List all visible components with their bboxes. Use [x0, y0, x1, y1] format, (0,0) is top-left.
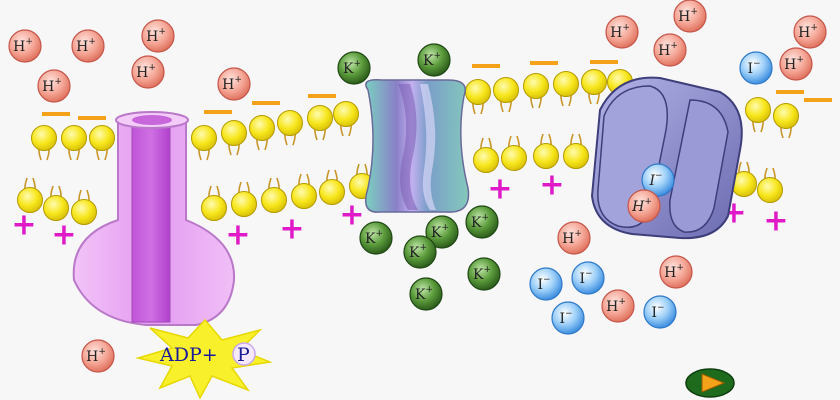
hydrogen-ion: H+	[627, 189, 661, 223]
negative-charge	[78, 116, 106, 120]
phospholipid	[773, 103, 799, 139]
positive-charge: +	[11, 208, 36, 243]
negative-charge	[530, 61, 558, 65]
phospholipid	[465, 79, 491, 115]
hydrogen-ion: H+	[673, 0, 707, 33]
negative-charge	[590, 60, 618, 64]
iodide-ion: I−	[529, 267, 563, 301]
iodide-ion: I−	[641, 163, 675, 197]
lipid-bilayer	[17, 69, 799, 225]
iodide-ion: I−	[739, 51, 773, 85]
positive-charge: +	[279, 212, 304, 247]
negative-charge	[204, 110, 232, 114]
potassium-ion: K+	[409, 277, 443, 311]
phospholipid	[581, 69, 607, 105]
positive-charge: +	[539, 168, 564, 203]
negative-charge	[804, 98, 832, 102]
negative-charge	[42, 112, 70, 116]
iodide-ion: I−	[551, 301, 585, 335]
phospholipid	[757, 167, 783, 203]
phospholipid	[563, 133, 589, 169]
phospholipid	[261, 177, 287, 213]
adp-label: ADP+	[159, 344, 218, 366]
hydrogen-ion: H+	[8, 29, 42, 63]
potassium-ion: K+	[467, 257, 501, 291]
potassium-ion: K+	[337, 51, 371, 85]
hydrogen-ion: H+	[217, 67, 251, 101]
hydrogen-ion: H+	[793, 15, 827, 49]
phospholipid	[501, 135, 527, 171]
phospholipid	[221, 120, 247, 156]
hydrogen-ion: H+	[601, 289, 635, 323]
play-button[interactable]	[685, 368, 735, 398]
phospholipid	[17, 177, 43, 213]
potassium-ion: K+	[359, 221, 393, 255]
potassium-ion: K+	[403, 235, 437, 269]
phospholipid	[745, 97, 771, 133]
phosphate-icon	[232, 342, 256, 366]
hydrogen-ion: H+	[659, 255, 693, 289]
membrane-charges: +++++++++	[11, 60, 832, 253]
phospholipid	[31, 125, 57, 161]
phospholipid	[319, 169, 345, 205]
phospholipid	[201, 185, 227, 221]
play-icon[interactable]	[701, 373, 726, 393]
phospholipid	[43, 185, 69, 221]
negative-charge	[308, 94, 336, 98]
negative-charge	[472, 64, 500, 68]
potassium-channel	[365, 78, 470, 213]
phospholipid	[307, 105, 333, 141]
phospholipid	[291, 173, 317, 209]
phospholipid	[553, 71, 579, 107]
phospholipid	[61, 125, 87, 161]
phospholipid	[277, 110, 303, 146]
potassium-ion: K+	[425, 215, 459, 249]
phospholipid	[249, 115, 275, 151]
phosphate-label: P	[237, 344, 250, 366]
phospholipid	[231, 181, 257, 217]
positive-charge: +	[51, 218, 76, 253]
phospholipid	[191, 125, 217, 161]
hydrogen-ion: H+	[37, 69, 71, 103]
phospholipid	[89, 125, 115, 161]
iodide-ion: I−	[643, 295, 677, 329]
hydrogen-ion: H+	[71, 29, 105, 63]
ion-layer: H+H+H+H+H+H+H+H+H+H+H+H+H+H+H+K+K+K+K+K+…	[8, 0, 827, 373]
hydrogen-ion: H+	[653, 33, 687, 67]
phospholipid	[71, 189, 97, 225]
iodide-ion: I−	[571, 261, 605, 295]
atp-burst: ADP+ P	[135, 318, 273, 400]
hydrogen-ion: H+	[605, 15, 639, 49]
phospholipid	[473, 137, 499, 173]
cotransporter-protein	[590, 76, 743, 240]
proton-pump	[72, 111, 236, 326]
hydrogen-ion: H+	[131, 55, 165, 89]
negative-charge	[252, 101, 280, 105]
positive-charge: +	[487, 172, 512, 207]
hydrogen-ion: H+	[81, 339, 115, 373]
hydrogen-ion: H+	[557, 221, 591, 255]
phospholipid	[333, 101, 359, 137]
phospholipid	[533, 133, 559, 169]
phospholipid	[523, 73, 549, 109]
positive-charge: +	[763, 204, 788, 239]
positive-charge: +	[339, 198, 364, 233]
potassium-ion: K+	[417, 43, 451, 77]
hydrogen-ion: H+	[141, 19, 175, 53]
phospholipid	[493, 77, 519, 113]
hydrogen-ion: H+	[779, 47, 813, 81]
potassium-ion: K+	[465, 205, 499, 239]
negative-charge	[776, 90, 804, 94]
positive-charge: +	[225, 218, 250, 253]
